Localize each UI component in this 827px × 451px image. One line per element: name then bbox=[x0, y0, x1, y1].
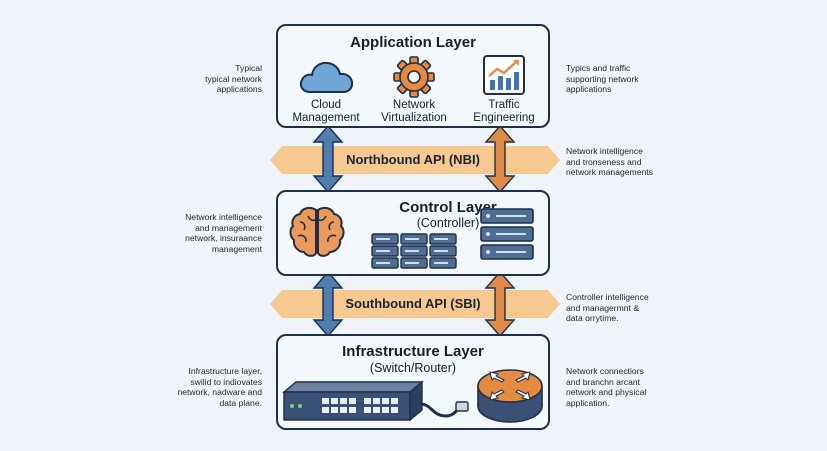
nbi-left-arrow bbox=[312, 126, 344, 192]
control-layer-subtitle: (Controller) bbox=[416, 216, 480, 230]
infrastructure-layer-title: Infrastructure Layer bbox=[342, 343, 484, 360]
control-layer-title: Control Layer bbox=[399, 199, 497, 216]
router-icon bbox=[477, 369, 543, 423]
infrastructure-layer: Infrastructure Layer (Switch/Router) bbox=[276, 334, 550, 430]
application-layer: Application Layer Cloud Management bbox=[276, 24, 550, 128]
control-layer: Control Layer (Controller) bbox=[276, 190, 550, 276]
brain-icon bbox=[289, 206, 345, 257]
note-right-northbound: Network intelligence and tronseness and … bbox=[566, 146, 653, 177]
chart-icon bbox=[483, 55, 525, 95]
northbound-api: Northbound API (NBI) bbox=[276, 148, 550, 172]
sbi-left-arrow bbox=[312, 272, 344, 336]
cloud-icon bbox=[299, 61, 354, 93]
application-layer-title: Application Layer bbox=[350, 34, 476, 51]
infrastructure-layer-subtitle: (Switch/Router) bbox=[369, 361, 457, 375]
ethernet-cable-icon bbox=[419, 401, 469, 418]
network-virtualization-label: Network Virtualization bbox=[381, 99, 447, 124]
southbound-api-label: Southbound API (SBI) bbox=[345, 296, 481, 311]
gear-icon bbox=[393, 56, 435, 98]
northbound-band bbox=[270, 146, 560, 174]
note-left-control: Network intelligence and management netw… bbox=[185, 212, 262, 254]
cloud-management-label: Cloud Management bbox=[292, 99, 360, 124]
traffic-engineering-label: Traffic Engineering bbox=[473, 99, 535, 124]
note-left-infrastructure: Infrastructure layer, swilid to indiovat… bbox=[177, 366, 262, 408]
northbound-api-label: Northbound API (NBI) bbox=[346, 152, 480, 167]
note-right-infrastructure: Network connectiors and branchn arcant n… bbox=[566, 366, 647, 408]
network-switch-icon bbox=[282, 380, 424, 422]
server-stack-icon bbox=[480, 208, 534, 260]
southbound-api: Southbound API (SBI) bbox=[276, 292, 550, 316]
note-left-application: Typical typical network applications bbox=[205, 63, 262, 94]
southbound-band bbox=[270, 290, 560, 318]
sbi-right-arrow bbox=[484, 272, 516, 336]
nbi-right-arrow bbox=[484, 126, 516, 192]
note-right-southbound: Controller intelligence and managermnt &… bbox=[566, 292, 649, 323]
note-right-application: Typics and traffic supporting network ap… bbox=[566, 63, 639, 94]
server-rack-icon bbox=[371, 233, 457, 269]
